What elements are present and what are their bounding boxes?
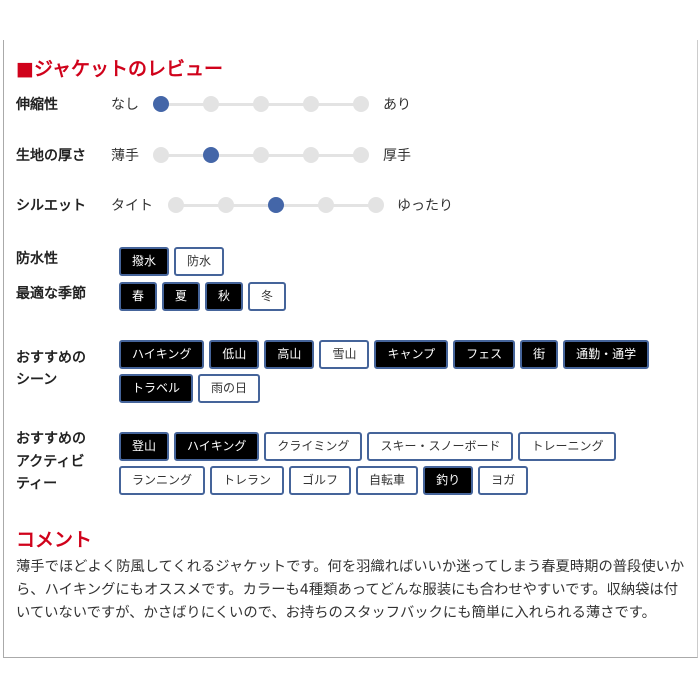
- slider-dot[interactable]: [353, 96, 369, 112]
- tag-chip[interactable]: 通勤・通学: [563, 340, 650, 369]
- tag-chip[interactable]: 冬: [248, 282, 287, 311]
- tag-group-label: 防水性: [16, 251, 58, 267]
- tag-chip[interactable]: 防水: [174, 247, 225, 276]
- slider-max-label: ゆったり: [397, 198, 453, 214]
- tag-chip[interactable]: スキー・スノーボード: [367, 432, 514, 461]
- slider-dot[interactable]: [353, 147, 369, 163]
- slider-label: 伸縮性: [16, 97, 58, 113]
- slider-dot[interactable]: [253, 147, 269, 163]
- slider-max-label: あり: [383, 97, 411, 113]
- tag-chip[interactable]: フェス: [453, 340, 516, 369]
- slider-min-label: タイト: [111, 198, 153, 214]
- slider-dot[interactable]: [368, 197, 384, 213]
- tag-chip[interactable]: トレーニング: [518, 432, 617, 461]
- comment-title: コメント: [16, 529, 93, 551]
- tag-chip[interactable]: 低山: [209, 340, 260, 369]
- tag-group-label: 最適な季節: [16, 286, 86, 302]
- slider-min-label: なし: [111, 97, 139, 113]
- slider-dot[interactable]: [203, 96, 219, 112]
- review-title: ■ジャケットのレビュー: [16, 58, 224, 80]
- tag-chip[interactable]: トレラン: [210, 466, 285, 495]
- tag-chip[interactable]: ハイキング: [119, 340, 205, 369]
- tag-chip[interactable]: ゴルフ: [289, 466, 352, 495]
- tag-chip[interactable]: 秋: [205, 282, 244, 311]
- slider-max-label: 厚手: [383, 148, 411, 164]
- slider-dot[interactable]: [253, 96, 269, 112]
- slider-dot[interactable]: [168, 197, 184, 213]
- slider-dot[interactable]: [153, 147, 169, 163]
- tag-group-label: アクティビ: [16, 454, 85, 470]
- tag-chip[interactable]: 釣り: [423, 466, 474, 495]
- tag-chip[interactable]: 自転車: [356, 466, 419, 495]
- tag-group-label: ティー: [16, 476, 58, 492]
- tag-chip[interactable]: 高山: [264, 340, 315, 369]
- tag-chip[interactable]: ハイキング: [174, 432, 260, 461]
- comment-text: 薄手でほどよく防風してくれるジャケットです。何を羽織ればいいか迷ってしまう春夏時…: [16, 559, 685, 621]
- slider-label: シルエット: [16, 198, 86, 214]
- slider-dot[interactable]: [218, 197, 234, 213]
- tag-chip[interactable]: 春: [119, 282, 158, 311]
- tag-chip[interactable]: クライミング: [264, 432, 363, 461]
- tag-chip[interactable]: ランニング: [119, 466, 206, 495]
- tag-chip[interactable]: 雨の日: [198, 374, 261, 403]
- tag-group-label: シーン: [16, 372, 58, 388]
- slider-dot[interactable]: [153, 96, 169, 112]
- tag-chip[interactable]: キャンプ: [374, 340, 449, 369]
- slider-min-label: 薄手: [111, 148, 139, 164]
- slider-dot[interactable]: [303, 147, 319, 163]
- slider-dot[interactable]: [318, 197, 334, 213]
- tag-chip[interactable]: 街: [520, 340, 559, 369]
- tag-chip[interactable]: 登山: [119, 432, 170, 461]
- review-panel: [3, 40, 698, 658]
- tag-group-label: おすすめの: [16, 431, 86, 447]
- slider-dot[interactable]: [203, 147, 219, 163]
- tag-chip[interactable]: 撥水: [119, 247, 170, 276]
- slider-dot[interactable]: [303, 96, 319, 112]
- tag-chip[interactable]: 雪山: [319, 340, 370, 369]
- tag-chip[interactable]: ヨガ: [478, 466, 529, 495]
- slider-label: 生地の厚さ: [16, 148, 86, 164]
- slider-dot[interactable]: [268, 197, 284, 213]
- tag-chip[interactable]: 夏: [162, 282, 201, 311]
- tag-chip[interactable]: トラベル: [119, 374, 194, 403]
- tag-group-label: おすすめの: [16, 350, 86, 366]
